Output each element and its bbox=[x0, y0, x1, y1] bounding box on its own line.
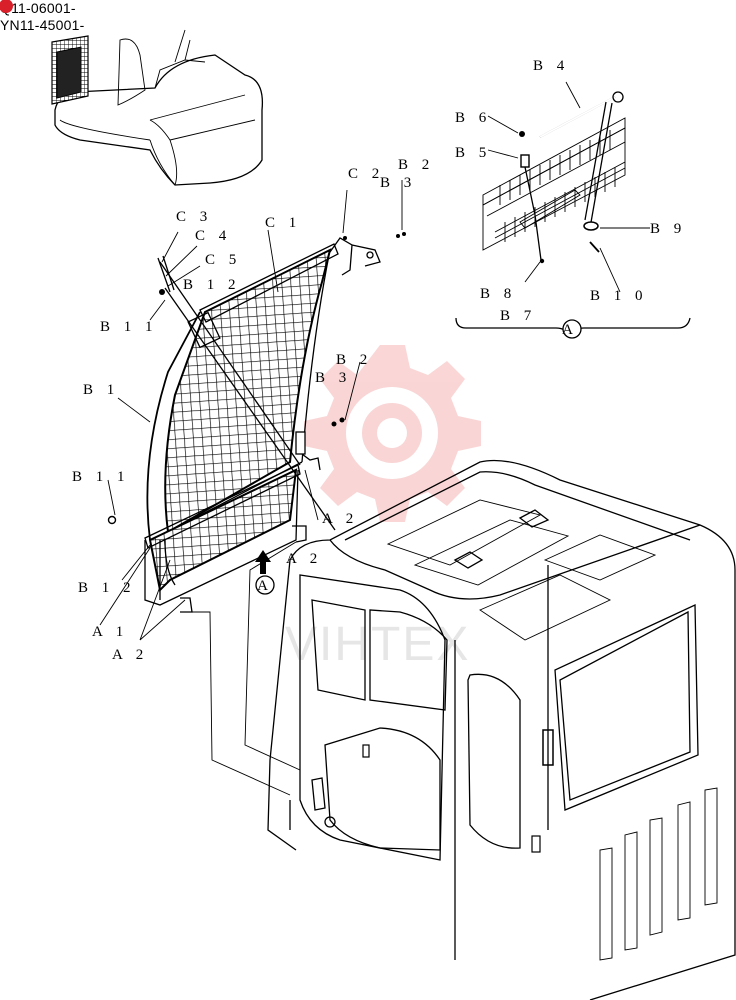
callout-b1: B 1 bbox=[83, 382, 119, 398]
callout-a1: A 1 bbox=[92, 624, 128, 640]
watermark-logo bbox=[304, 345, 481, 522]
callout-b9: B 9 bbox=[650, 221, 686, 237]
watermark-text: VIHTEX bbox=[285, 618, 470, 671]
callout-c2: C 2 bbox=[348, 166, 384, 182]
callout-c4: C 4 bbox=[195, 228, 231, 244]
callout-b8: B 8 bbox=[480, 286, 516, 302]
serial-number-2: YN11-45001- bbox=[0, 17, 85, 33]
operator-cab bbox=[267, 459, 736, 1000]
serial-number-1: Q11-06001- bbox=[0, 0, 76, 16]
callout-b3-mid: B 3 bbox=[315, 370, 351, 386]
callout-c3: C 3 bbox=[176, 209, 212, 225]
callout-b11-low: B 1 1 bbox=[72, 469, 130, 485]
callout-b7: B 7 bbox=[500, 308, 536, 324]
callout-b3-top: B 3 bbox=[380, 175, 416, 191]
detail-marker-inset: A bbox=[562, 322, 578, 338]
callout-b12-low: B 1 2 bbox=[78, 580, 136, 596]
marker-dot bbox=[0, 0, 13, 13]
mesh-guard-assembly bbox=[99, 180, 406, 796]
callout-b4: B 4 bbox=[533, 58, 569, 74]
callout-c1: C 1 bbox=[265, 215, 301, 231]
callout-a2-mid: A 2 bbox=[322, 511, 358, 527]
callout-labels: B 4 B 6 B 5 B 9 B 8 B 7 B 1 0 A C 2 B 2 … bbox=[72, 58, 686, 663]
callout-a2-low: A 2 bbox=[112, 647, 148, 663]
callout-b10: B 1 0 bbox=[590, 288, 648, 304]
callout-b6: B 6 bbox=[455, 110, 491, 126]
callout-b2-mid: B 2 bbox=[336, 352, 372, 368]
callout-c5: C 5 bbox=[205, 252, 241, 268]
callout-b2-top: B 2 bbox=[398, 157, 434, 173]
callout-b5: B 5 bbox=[455, 145, 491, 161]
detail-marker-main: A bbox=[257, 578, 273, 594]
callout-a2-arrow: A 2 bbox=[286, 551, 322, 567]
machine-thumbnail bbox=[51, 29, 264, 186]
callout-b12-top: B 1 2 bbox=[183, 277, 241, 293]
callout-b11-top: B 1 1 bbox=[100, 319, 158, 335]
detail-a-inset bbox=[455, 81, 691, 339]
